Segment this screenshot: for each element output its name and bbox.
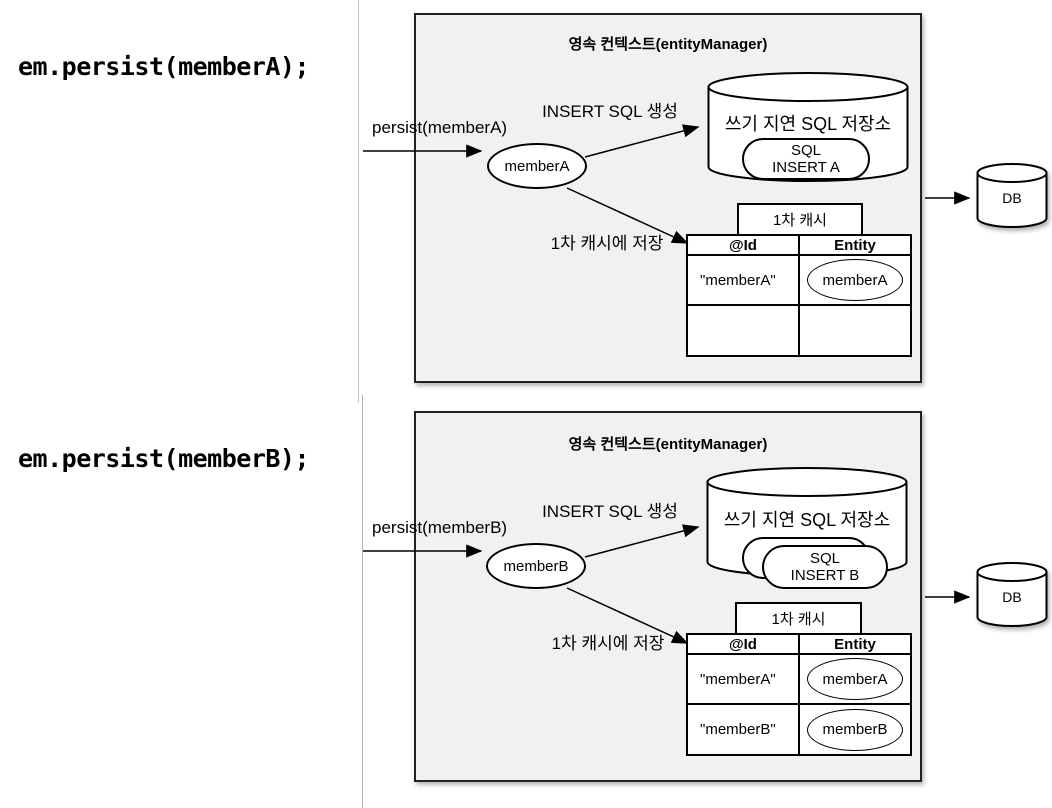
cache-header-entity: Entity	[800, 635, 910, 655]
insert-sql-label-a: INSERT SQL 생성	[542, 102, 678, 121]
cache-entity-ellipse: memberA	[807, 259, 903, 301]
cache-row-id: "memberB"	[688, 705, 800, 754]
persist-call-label-a: persist(memberA)	[372, 118, 508, 137]
sql-insert-b-stadium: SQL INSERT B	[762, 545, 888, 589]
sql-insert-line2: INSERT B	[790, 567, 860, 584]
vertical-divider-bottom	[362, 395, 363, 808]
sql-storage-label-a: 쓰기 지연 SQL 저장소	[724, 114, 892, 134]
sql-insert-line2: INSERT A	[772, 159, 840, 176]
persist-call-label-b: persist(memberB)	[372, 518, 508, 537]
first-level-cache-tab-b: 1차 캐시	[735, 602, 862, 633]
sql-storage-label-b: 쓰기 지연 SQL 저장소	[723, 510, 891, 530]
entity-ellipse-member-a: memberA	[487, 143, 587, 189]
cache-entity-ellipse: memberB	[807, 708, 903, 751]
sql-insert-line1: SQL	[809, 550, 840, 567]
cache-header-id: @Id	[688, 236, 800, 256]
db-cylinder-b	[976, 562, 1048, 627]
cache-row-entity: memberB	[800, 705, 910, 754]
cache-row-id-empty	[688, 306, 800, 355]
cache-row-entity: memberA	[800, 256, 910, 306]
cache-row-entity-empty	[800, 306, 910, 355]
cache-row-id: "memberA"	[688, 256, 800, 306]
cache-row-entity: memberA	[800, 655, 910, 705]
cache-store-label-b: 1차 캐시에 저장	[551, 634, 665, 653]
db-label-b: DB	[1002, 589, 1022, 605]
sql-insert-line1: SQL	[790, 142, 821, 159]
first-level-cache-table-b: @Id Entity "memberA" memberA "memberB" m…	[686, 633, 912, 756]
panel-title-a: 영속 컨텍스트(entityManager)	[568, 36, 768, 53]
panel-title-b: 영속 컨텍스트(entityManager)	[568, 436, 768, 453]
cache-row-id: "memberA"	[688, 655, 800, 705]
insert-sql-label-b: INSERT SQL 생성	[542, 502, 678, 521]
entity-ellipse-member-b: memberB	[486, 543, 586, 589]
cache-header-entity: Entity	[800, 236, 910, 256]
vertical-divider-top	[358, 0, 359, 403]
cache-store-label-a: 1차 캐시에 저장	[550, 234, 664, 253]
db-label-a: DB	[1002, 190, 1022, 206]
first-level-cache-table-a: @Id Entity "memberA" memberA	[686, 234, 912, 357]
code-line-persist-a: em.persist(memberA);	[18, 52, 310, 81]
cache-header-id: @Id	[688, 635, 800, 655]
sql-insert-a-stadium: SQL INSERT A	[742, 138, 870, 180]
code-line-persist-b: em.persist(memberB);	[18, 444, 310, 473]
db-cylinder-a	[976, 163, 1048, 228]
cache-entity-ellipse: memberA	[807, 658, 903, 700]
first-level-cache-tab-a: 1차 캐시	[737, 203, 863, 234]
